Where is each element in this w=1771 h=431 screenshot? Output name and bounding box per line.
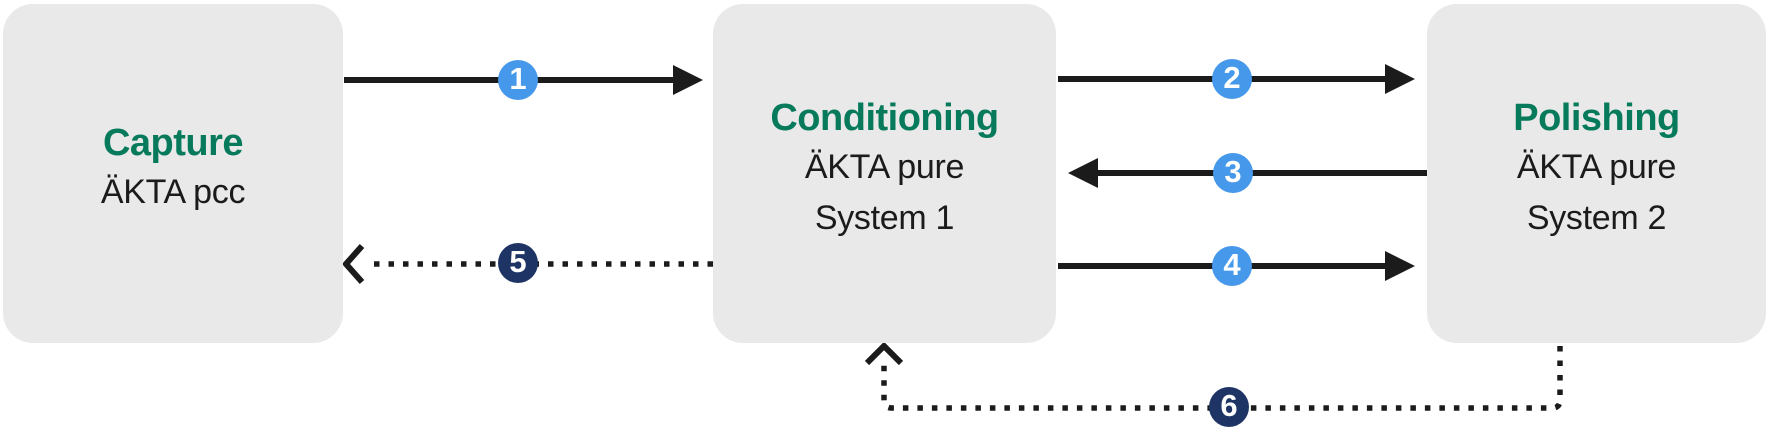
flow-5-arrowhead bbox=[341, 244, 365, 284]
flow-4-step-badge: 4 bbox=[1212, 246, 1252, 286]
flow-6-arrowhead bbox=[864, 341, 904, 366]
flow-3-step-badge: 3 bbox=[1213, 153, 1253, 193]
flow-6-step-badge: 6 bbox=[1209, 387, 1249, 427]
node-polishing-subtitle-line1: ÄKTA pure bbox=[1516, 147, 1677, 186]
node-capture-content: Capture ÄKTA pcc bbox=[100, 119, 246, 218]
node-capture-title: Capture bbox=[102, 122, 244, 164]
flow-1-step-badge: 1 bbox=[498, 60, 538, 100]
node-conditioning-subtitle-line1: ÄKTA pure bbox=[804, 147, 965, 186]
node-capture: Capture ÄKTA pcc bbox=[3, 4, 343, 343]
node-polishing: Polishing ÄKTA pure System 2 bbox=[1427, 4, 1766, 343]
flow-2-step-badge: 2 bbox=[1212, 59, 1252, 99]
flow-5-step-badge: 5 bbox=[498, 243, 538, 283]
node-polishing-title: Polishing bbox=[1513, 96, 1680, 139]
node-polishing-subtitle-line2: System 2 bbox=[1526, 198, 1667, 237]
node-conditioning-content: Conditioning ÄKTA pure System 1 bbox=[770, 94, 999, 244]
node-conditioning-title: Conditioning bbox=[770, 96, 999, 139]
node-capture-subtitle: ÄKTA pcc bbox=[100, 173, 246, 211]
node-conditioning: Conditioning ÄKTA pure System 1 bbox=[713, 4, 1056, 343]
node-polishing-content: Polishing ÄKTA pure System 2 bbox=[1513, 94, 1680, 244]
node-conditioning-subtitle-line2: System 1 bbox=[814, 198, 955, 237]
